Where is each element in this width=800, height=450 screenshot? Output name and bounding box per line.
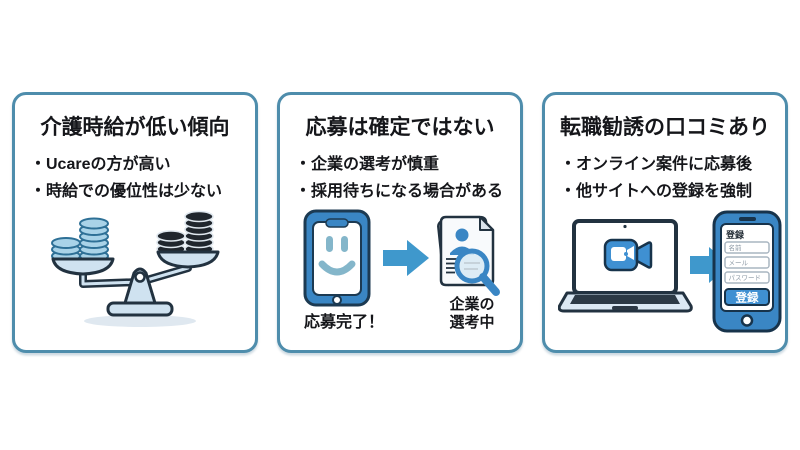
card-application-screening: 応募は確定ではない ・企業の選考が慎重 ・採用待ちになる場合がある (277, 92, 523, 353)
email-field (724, 256, 770, 269)
card-wage-comparison: 介護時給が低い傾向 ・Ucareの方が高い ・時給での優位性は少ない (12, 92, 258, 353)
bullet-list: ・オンライン案件に応募後 ・他サイトへの登録を強制 (558, 151, 772, 205)
laptop-touchpad (612, 306, 638, 310)
balance-scale-illustration (28, 209, 242, 341)
card-title: 介護時給が低い傾向 (40, 116, 230, 139)
signup-phone-icon: 登録 名前 メール パスワード 登録 (712, 210, 782, 333)
smiley-icon (318, 236, 356, 276)
email-placeholder: メール (729, 260, 749, 267)
card-solicitation-reviews: 転職勧誘の口コミあり ・オンライン案件に応募後 ・他サイトへの登録を強制 (542, 92, 788, 353)
video-camera-icon (603, 238, 653, 272)
bullet-list: ・Ucareの方が高い ・時給での優位性は少ない (28, 151, 242, 205)
webcam-dot (623, 224, 627, 229)
signup-form-fields: 名前 メール パスワード (724, 241, 770, 284)
scale-left-pan (51, 257, 115, 276)
scale-right-pan (156, 250, 220, 269)
signup-form-heading: 登録 (725, 229, 745, 240)
name-field (724, 241, 770, 254)
black-coin-stacks-icon (156, 210, 214, 255)
caption-application-complete: 応募完了！ (303, 314, 384, 331)
bullet-item: ・他サイトへの登録を強制 (560, 183, 753, 200)
home-button (740, 314, 754, 327)
signup-button: 登録 (724, 288, 770, 306)
laptop-icon (558, 219, 693, 313)
bullet-item: ・Ucareの方が高い (30, 156, 171, 173)
bullet-item: ・時給での優位性は少ない (30, 183, 223, 200)
bullet-list: ・企業の選考が慎重 ・採用待ちになる場合がある (293, 151, 507, 205)
magnifier-icon (454, 248, 500, 296)
signup-button-label: 登録 (735, 291, 759, 305)
phone-speaker (739, 217, 756, 221)
blue-coin-stacks-icon (51, 217, 109, 262)
balance-scale-icon (51, 210, 220, 327)
caption-company-screening: 企業の 選考中 (449, 296, 495, 331)
page-fold (479, 216, 494, 231)
bullet-item: ・オンライン案件に応募後 (560, 156, 753, 173)
application-flow-illustration: 応募完了！ 企業の 選考中 (293, 209, 507, 341)
scale-shadow (84, 315, 196, 327)
arrow-right-icon (383, 240, 429, 276)
signup-flow-illustration: 登録 名前 メール パスワード 登録 (558, 209, 782, 341)
bullet-item: ・企業の選考が慎重 (295, 156, 440, 173)
bullet-item: ・採用待ちになる場合がある (295, 183, 504, 200)
home-button (332, 295, 342, 305)
smartphone-smiley-icon (303, 209, 371, 307)
scale-base (106, 301, 174, 317)
password-field (724, 271, 770, 284)
cards-row: 介護時給が低い傾向 ・Ucareの方が高い ・時給での優位性は少ない (0, 92, 800, 353)
laptop-keyboard (570, 295, 680, 304)
scale-pivot (134, 271, 146, 283)
scale-fulcrum (123, 267, 157, 305)
phone-notch (325, 218, 349, 228)
card-title: 転職勧誘の口コミあり (560, 116, 770, 139)
arrow-right-icon (690, 247, 730, 283)
card-title: 応募は確定ではない (305, 116, 495, 139)
password-placeholder: パスワード (729, 274, 762, 282)
name-placeholder: 名前 (729, 243, 743, 252)
